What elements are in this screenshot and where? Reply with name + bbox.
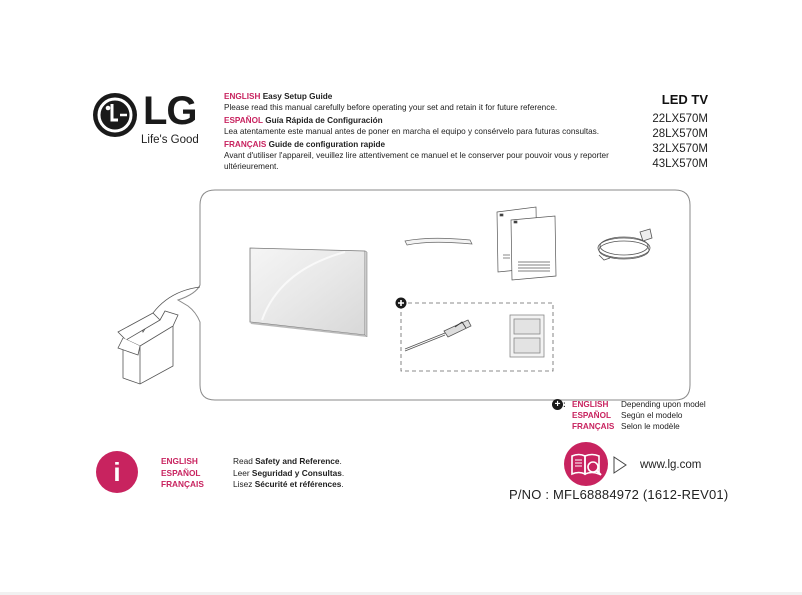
box-icon bbox=[117, 310, 179, 385]
intro-text: Lea atentamente este manual antes de pon… bbox=[224, 127, 600, 136]
safety-doc-title: Sécurité et références bbox=[254, 479, 342, 489]
lang-label: FRANÇAIS bbox=[161, 479, 204, 489]
model-item: 22LX570M bbox=[652, 113, 708, 125]
depending-note: +: ENGLISH Depending upon model ESPAÑOL … bbox=[552, 399, 706, 432]
info-icon: i bbox=[96, 451, 138, 493]
plus-icon: + bbox=[552, 399, 563, 410]
intro-text: Please read this manual carefully before… bbox=[224, 103, 558, 112]
safety-doc-title: Seguridad y Consultas bbox=[251, 467, 342, 478]
cable-holder-image bbox=[509, 314, 545, 358]
safety-doc-title: Safety and Reference bbox=[255, 456, 340, 466]
model-item: 32LX570M bbox=[652, 143, 708, 155]
intro-section: ENGLISH Easy Setup Guide Please read thi… bbox=[224, 91, 644, 174]
note-text: Depending upon model bbox=[621, 400, 706, 409]
part-number: P/NO : MFL68884972 (1612-REV01) bbox=[509, 487, 729, 502]
lang-label: FRANÇAIS bbox=[224, 140, 267, 149]
model-list: LED TV 22LX570M 28LX570M 32LX570M 43LX57… bbox=[620, 92, 708, 172]
optional-items-box bbox=[400, 302, 554, 372]
intro-title: Easy Setup Guide bbox=[262, 92, 333, 101]
intro-english: ENGLISH Easy Setup Guide Please read thi… bbox=[224, 91, 644, 113]
brand-name: LG bbox=[143, 89, 198, 133]
lang-label: ESPAÑOL bbox=[224, 116, 263, 125]
lang-label: ENGLISH bbox=[572, 400, 609, 409]
intro-spanish: ESPAÑOL Guía Rápida de Configuración Lea… bbox=[224, 115, 644, 137]
lang-label: ENGLISH bbox=[224, 92, 261, 101]
lang-label: ENGLISH bbox=[161, 456, 198, 466]
av-cable-image bbox=[404, 319, 472, 352]
lang-label: FRANÇAIS bbox=[572, 422, 615, 431]
safety-languages: ENGLISH ESPAÑOL FRANÇAIS bbox=[161, 456, 204, 491]
tv-image bbox=[249, 247, 368, 338]
lang-label: ESPAÑOL bbox=[161, 467, 201, 478]
intro-title: Guide de configuration rapide bbox=[268, 140, 386, 149]
arrow-right-icon bbox=[613, 456, 627, 474]
manuals-image bbox=[496, 206, 557, 281]
product-type: LED TV bbox=[661, 92, 708, 107]
stand-image bbox=[404, 237, 473, 246]
website-link[interactable]: www.lg.com bbox=[640, 459, 702, 471]
lang-label: ESPAÑOL bbox=[572, 411, 611, 420]
manual-search-icon bbox=[564, 442, 608, 486]
intro-text: Avant d'utiliser l'appareil, veuillez li… bbox=[224, 151, 609, 171]
lg-face-icon bbox=[93, 93, 137, 137]
callout-panel bbox=[176, 189, 691, 401]
intro-title: Guía Rápida de Configuración bbox=[265, 116, 383, 125]
note-text: Según el modelo bbox=[621, 411, 683, 420]
power-cord-image bbox=[597, 228, 653, 261]
safety-instructions: Read Safety and Reference. Leer Segurida… bbox=[233, 456, 345, 489]
page-bottom-edge bbox=[0, 592, 802, 595]
model-item: 43LX570M bbox=[652, 158, 708, 170]
note-text: Selon le modèle bbox=[621, 422, 680, 431]
brand-tagline: Life's Good bbox=[141, 134, 199, 146]
model-item: 28LX570M bbox=[652, 128, 708, 140]
intro-french: FRANÇAIS Guide de configuration rapide A… bbox=[224, 139, 644, 172]
